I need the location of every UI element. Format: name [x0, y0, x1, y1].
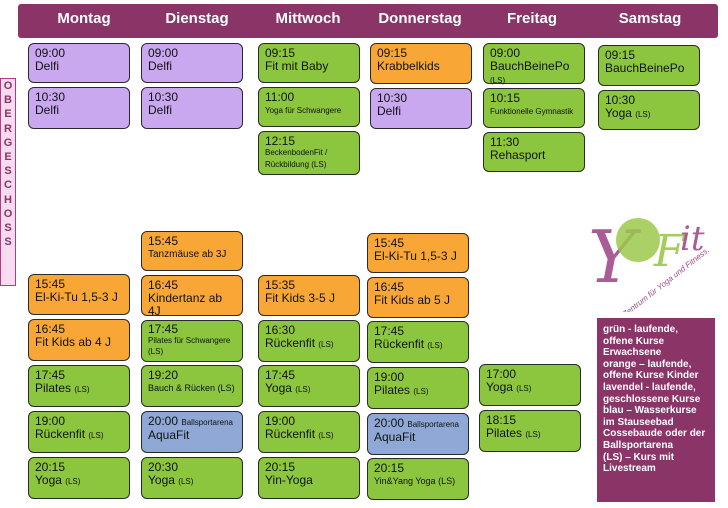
weekday-header-bar	[18, 4, 718, 38]
day-wednesday: Mittwoch	[275, 10, 341, 27]
day-saturday: Samstag	[618, 10, 682, 27]
day-monday: Montag	[57, 10, 111, 27]
svg-text:F: F	[653, 226, 686, 277]
svg-text:it: it	[680, 219, 705, 259]
color-legend: grün - laufende, offene Kurse Erwachsene…	[597, 318, 715, 502]
day-tuesday: Dienstag	[165, 10, 229, 27]
day-friday: Freitag	[506, 10, 557, 27]
day-thursday: Donnerstag	[378, 10, 462, 27]
yofit-logo: Y F it Das Zentrum für Yoga und Fitness.	[588, 215, 711, 312]
